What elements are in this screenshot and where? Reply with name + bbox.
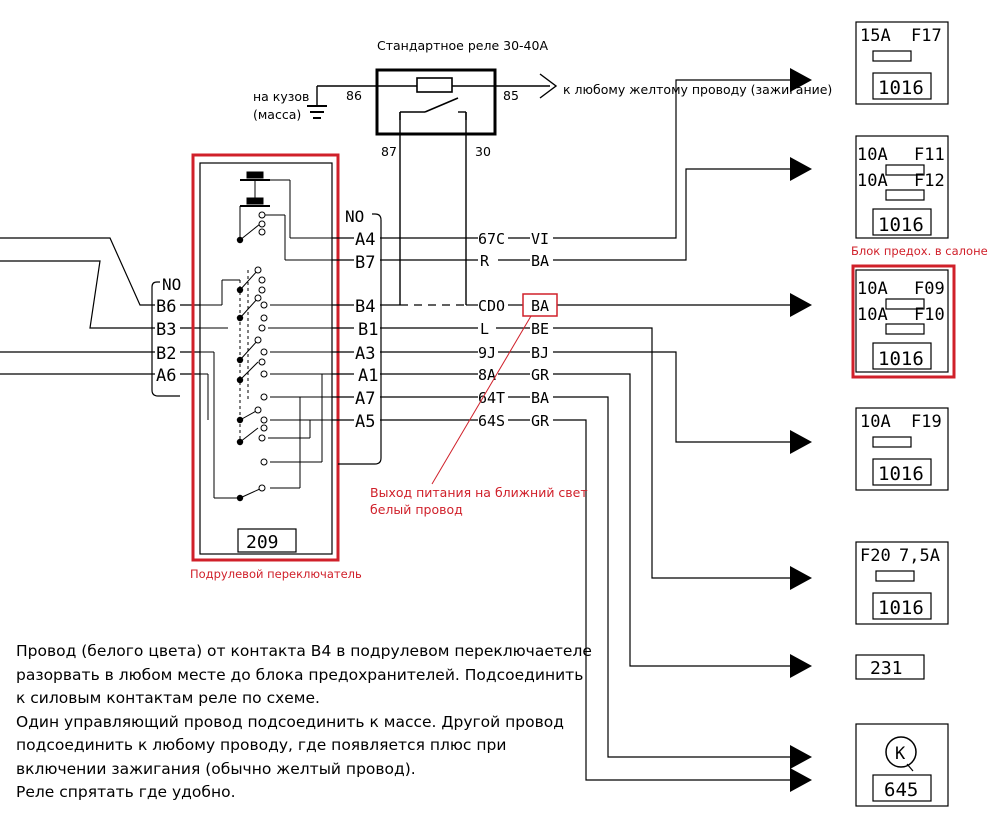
connector-231: 231	[870, 658, 903, 679]
left-pin-0: B6	[156, 297, 176, 317]
wire-labels: 67C VI R BA CDO BA L BE 9J BJ 8A GR 64T …	[478, 230, 558, 430]
ba-highlight	[522, 293, 558, 317]
ignition-label: к любому желтому проводу (зажигание)	[563, 82, 832, 97]
annotation-line-1: Выход питания на ближний свет	[370, 485, 588, 500]
switch-highlight	[191, 153, 340, 562]
right-pin-4: A3	[355, 344, 375, 364]
fuse-box-code: 1016	[878, 463, 924, 485]
note-line: Один управляющий провод подсоединить к м…	[16, 712, 564, 731]
note-line: Провод (белого цвета) от контакта В4 в п…	[16, 642, 592, 660]
switch-caption: Подрулевой переключатель	[190, 567, 362, 581]
fuse-box-highlight	[851, 264, 956, 379]
relay-645-code: 645	[884, 779, 918, 801]
wire-arrows	[790, 68, 812, 792]
wire-code: L	[480, 320, 489, 338]
relay-pin-86: 86	[346, 88, 362, 103]
note-line: разорвать в любом месте до блока предохр…	[16, 665, 584, 684]
left-pin-3: A6	[156, 366, 176, 386]
wire-color: GR	[531, 366, 550, 384]
wire-color: BA	[531, 297, 549, 315]
wire-code: 64T	[478, 389, 505, 407]
fuse-box-code: 1016	[878, 214, 924, 236]
fuse-id: F12	[914, 171, 945, 191]
fuse-id: F09	[914, 279, 945, 299]
instruction-note: Провод (белого цвета) от контакта В4 в п…	[16, 640, 596, 805]
right-pin-1: B7	[355, 253, 375, 273]
ground-label-2: (масса)	[253, 107, 301, 122]
fuse-box-f09-f10	[855, 269, 949, 373]
wire-code: R	[480, 252, 490, 270]
wire-code: CDO	[478, 297, 505, 315]
fuse-id: F10	[914, 305, 945, 325]
right-pin-0: A4	[355, 230, 375, 250]
left-wires	[0, 237, 155, 375]
connector-231-box	[855, 654, 925, 680]
fuse-box-f20	[855, 541, 949, 625]
fuse-box-f17	[855, 21, 949, 105]
relay-coil	[416, 77, 453, 93]
note-line: Реле спрятать где удобно.	[16, 783, 236, 801]
wire-code: 67C	[478, 230, 505, 248]
relay-symbol-icon	[885, 736, 917, 768]
steering-switch: 209	[191, 153, 340, 562]
right-pin-6: A7	[355, 389, 375, 409]
wire-color: BA	[531, 389, 549, 407]
fuse-amp: 15A	[860, 26, 891, 46]
annotation-pointer	[431, 315, 532, 485]
right-no-label: NO	[345, 207, 364, 226]
wire-color: VI	[531, 230, 549, 248]
fuse-amp: 7,5A	[899, 546, 940, 566]
relay-pin-87: 87	[381, 144, 397, 159]
fuse-amp: 10A	[857, 145, 888, 165]
wire-color: BE	[531, 320, 549, 338]
relay	[307, 68, 558, 305]
cabin-fuse-label: Блок предох. в салоне	[851, 244, 988, 258]
right-pin-5: A1	[358, 366, 378, 386]
wire-code: 8A	[478, 366, 496, 384]
annotation-line-2: белый провод	[370, 502, 463, 517]
fuse-amp: 10A	[857, 279, 888, 299]
note-line: включении зажигания (обычно желтый прово…	[16, 759, 416, 778]
switch-code-box	[237, 528, 297, 553]
right-pin-3: B1	[358, 320, 378, 340]
wire-color: BA	[531, 252, 549, 270]
ground-label-1: на кузов	[253, 89, 309, 104]
fuse-amp: 10A	[860, 412, 891, 432]
wire-code: 64S	[478, 412, 505, 430]
right-pin-2: B4	[355, 297, 375, 317]
fuse-id: F20	[860, 546, 891, 566]
fuse-box-f11-f12	[855, 135, 949, 239]
relay-pin-30: 30	[475, 144, 491, 159]
fuse-amp: 10A	[857, 171, 888, 191]
note-line: подсоединить к любому проводу, где появл…	[16, 736, 507, 754]
fuse-id: F11	[914, 145, 945, 165]
relay-645-symbol: K	[895, 744, 906, 764]
wire-lines	[380, 79, 790, 781]
fuse-id: F19	[911, 412, 942, 432]
right-connector: NO A4 B7 B4 B1 A3 A1 A7 A5	[332, 207, 382, 465]
switch-code: 209	[246, 532, 279, 553]
fuse-box-code: 1016	[878, 77, 924, 99]
left-pin-2: B2	[156, 344, 176, 364]
relay-title: Стандартное реле 30-40А	[377, 38, 548, 53]
left-no-label: NO	[162, 275, 181, 294]
note-line: к силовым контактам реле по схеме.	[16, 689, 320, 707]
fuse-amp: 10A	[857, 305, 888, 325]
wire-code: 9J	[478, 344, 496, 362]
fuse-id: F17	[911, 26, 942, 46]
relay-box	[375, 68, 497, 136]
relay-645	[855, 723, 949, 807]
fuse-box-code: 1016	[878, 597, 924, 619]
wire-color: BJ	[531, 344, 549, 362]
right-pin-7: A5	[355, 412, 375, 432]
relay-pin-85: 85	[503, 88, 519, 103]
left-connector: NO B6 B3 B2 A6	[151, 275, 200, 397]
wire-color: GR	[531, 412, 550, 430]
left-pin-1: B3	[156, 320, 176, 340]
fuse-box-f19	[855, 407, 949, 491]
fuse-box-code: 1016	[878, 348, 924, 370]
